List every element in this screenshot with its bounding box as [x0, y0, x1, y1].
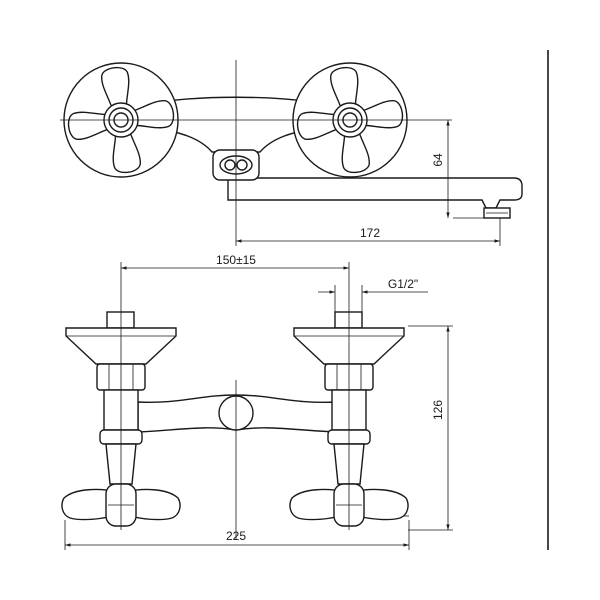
- dimension-150: 150±15: [121, 253, 349, 270]
- dimension-150-label: 150±15: [216, 253, 256, 267]
- dimension-126: 126: [408, 325, 453, 531]
- dimension-64-label: 64: [431, 153, 445, 167]
- dimension-172-label: 172: [360, 226, 380, 240]
- top-view: 64 172: [60, 60, 523, 246]
- dimension-64: 64: [431, 120, 510, 219]
- dimension-225-label: 225: [226, 529, 246, 543]
- spout-top: [227, 177, 523, 219]
- dimension-126-label: 126: [431, 400, 445, 420]
- dimension-thread-label: G1/2": [388, 277, 418, 291]
- dimension-225: 225: [64, 520, 410, 550]
- dimension-thread: G1/2": [318, 277, 428, 312]
- front-view: 150±15 G1/2" 126 225: [61, 253, 453, 550]
- body-front: [137, 394, 337, 433]
- dimension-172: 172: [236, 218, 501, 246]
